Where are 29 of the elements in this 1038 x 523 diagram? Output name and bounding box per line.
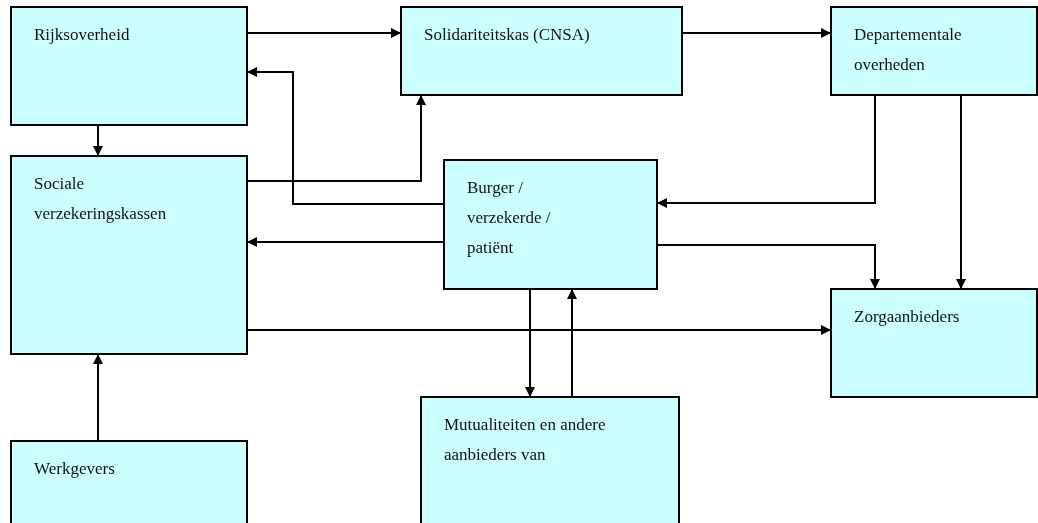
process-box (10, 6, 248, 126)
process-box (443, 159, 658, 290)
box-label: Sociale verzekeringskassen (34, 173, 168, 225)
process-box (400, 6, 683, 96)
arrow (247, 67, 444, 205)
process-box (420, 396, 680, 523)
arrow (247, 325, 831, 335)
arrow (657, 95, 876, 208)
arrow (93, 354, 103, 441)
box-label: Rijksoverheid (34, 24, 131, 46)
box-label: Solidariteitskas (CNSA) (424, 24, 591, 46)
process-box (10, 440, 248, 523)
arrow (247, 95, 426, 182)
box-label: Werkgevers (34, 458, 116, 480)
arrow (956, 95, 966, 289)
arrow (567, 289, 577, 397)
arrow (682, 28, 831, 38)
process-box (830, 288, 1038, 398)
box-label: Zorgaanbieders (854, 306, 961, 328)
arrow (525, 289, 535, 397)
arrow (93, 125, 103, 156)
arrow (247, 237, 444, 247)
arrow (657, 244, 880, 289)
box-label: Burger / verzekerde / patiënt (467, 177, 552, 259)
box-label: Departementale overheden (854, 24, 963, 76)
box-label: Mutualiteiten en andere aanbieders van (444, 414, 607, 466)
arrow (247, 28, 401, 38)
process-box (830, 6, 1038, 96)
process-box (10, 155, 248, 355)
